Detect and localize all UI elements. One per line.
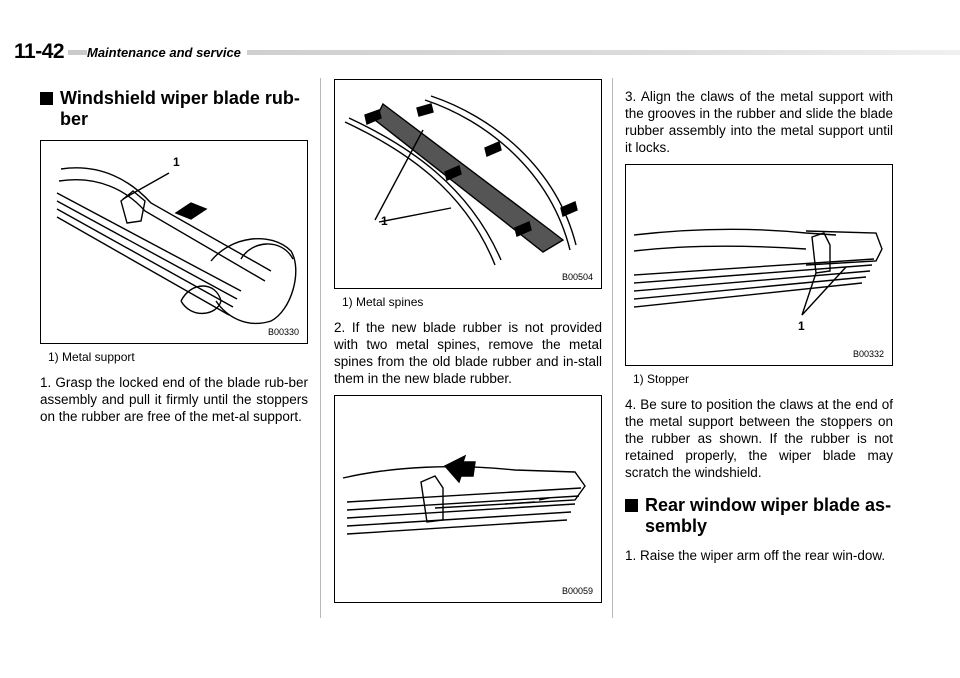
section-title: Maintenance and service xyxy=(87,45,247,60)
figure-code: B00330 xyxy=(267,327,299,337)
callout-number: 1 xyxy=(798,319,805,333)
figure-caption: 1) Stopper xyxy=(633,372,690,386)
header-bar xyxy=(14,50,960,55)
page-number: 11-42 xyxy=(14,40,69,64)
figure-metal-spines: 1 B00504 xyxy=(334,79,602,289)
wiper-blade-illustration xyxy=(56,167,297,325)
column-2: 1 B00504 1) Metal spines 2. If the new b… xyxy=(334,79,602,603)
step-1: 1. Grasp the locked end of the blade rub… xyxy=(40,375,308,424)
column-divider xyxy=(320,78,321,618)
heading-text: Windshield wiper blade rub-ber xyxy=(60,88,300,129)
column-divider xyxy=(612,78,613,618)
step-2: 2. If the new blade rubber is not provid… xyxy=(334,320,602,386)
step-3: 3. Align the claws of the metal support … xyxy=(625,89,893,155)
figure-code: B00332 xyxy=(852,349,884,359)
step-1: 1. Raise the wiper arm off the rear win-… xyxy=(625,548,886,563)
section-heading: Rear window wiper blade as-sembly xyxy=(625,495,893,537)
column-1: Windshield wiper blade rub-ber 1 B00330 … xyxy=(40,88,308,425)
figure-stopper: 1 B00332 xyxy=(625,164,893,366)
square-bullet-icon xyxy=(40,92,53,105)
heading-text: Rear window wiper blade as-sembly xyxy=(645,495,892,536)
figure-code: B00504 xyxy=(561,272,593,282)
callout-number: 1 xyxy=(173,155,180,169)
stopper-illustration xyxy=(633,228,883,316)
figure-code: B00059 xyxy=(561,586,593,596)
blade-assembly-illustration xyxy=(342,454,586,535)
square-bullet-icon xyxy=(625,499,638,512)
figure-caption: 1) Metal spines xyxy=(342,295,424,309)
figure-caption: 1) Metal support xyxy=(48,350,135,364)
page-header: 11-42 Maintenance and service xyxy=(0,40,960,66)
metal-spines-illustration xyxy=(344,95,578,266)
section-heading: Windshield wiper blade rub-ber xyxy=(40,88,308,130)
callout-number: 1 xyxy=(381,214,388,228)
column-3: 3. Align the claws of the metal support … xyxy=(625,88,893,564)
figure-metal-support: 1 B00330 xyxy=(40,140,308,344)
figure-blade-assembly: B00059 xyxy=(334,395,602,603)
step-4: 4. Be sure to position the claws at the … xyxy=(625,397,893,480)
